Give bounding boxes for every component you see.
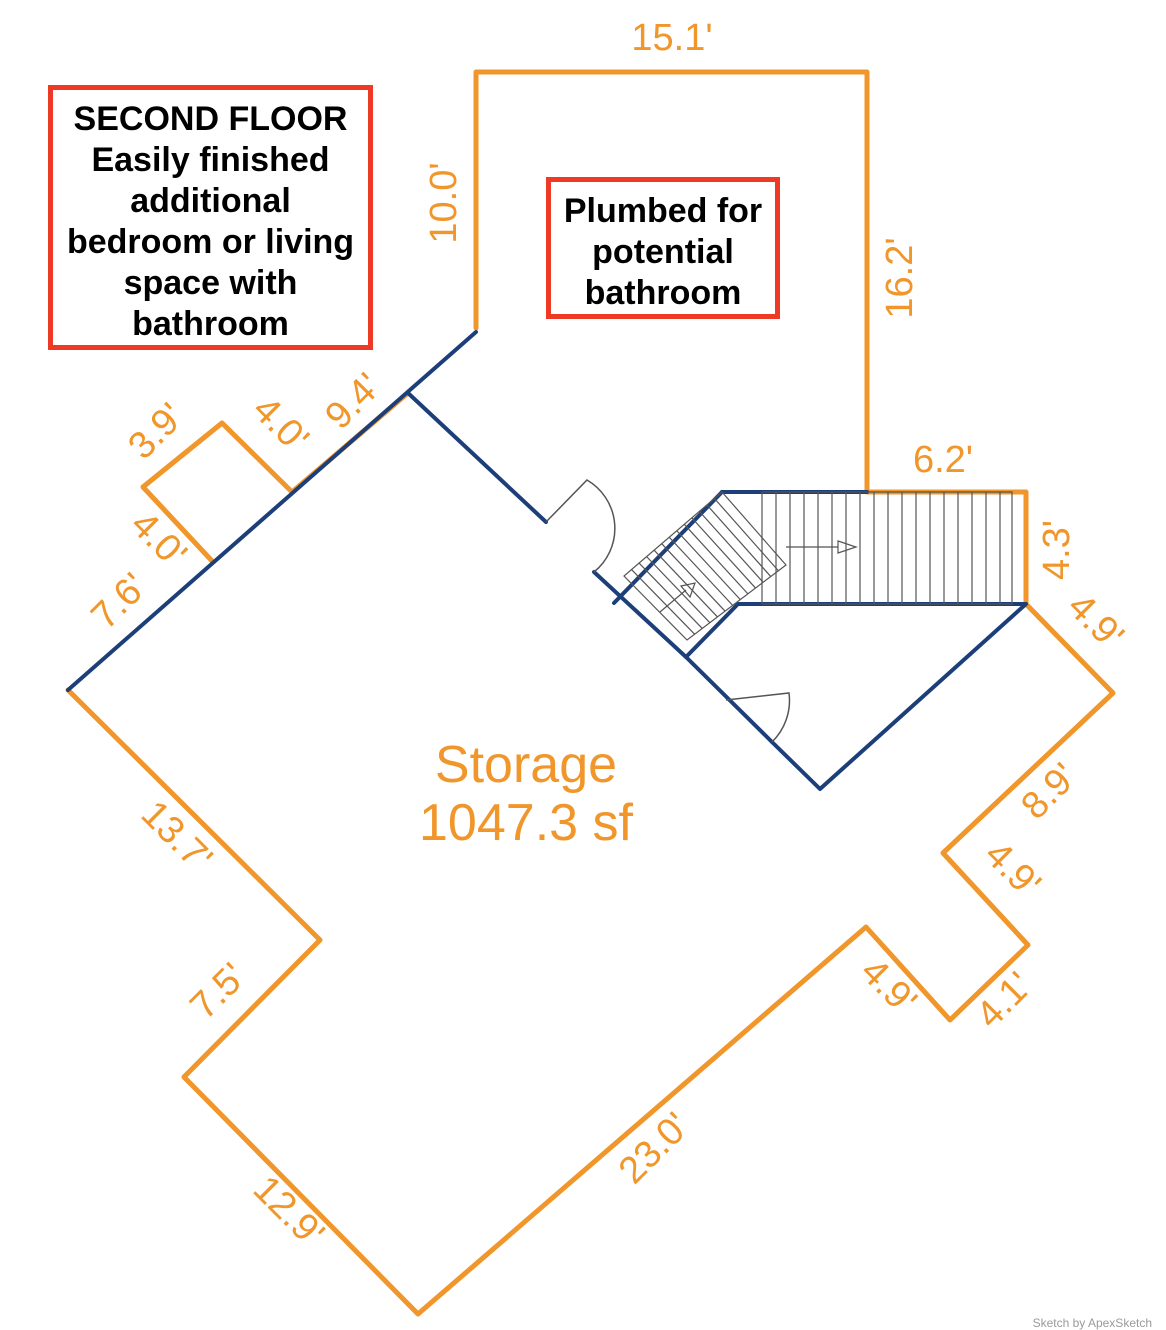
plumbed-note: Plumbed for potential bathroom xyxy=(546,177,780,319)
stair-tread xyxy=(691,517,756,589)
dim-stair-top: 6.2' xyxy=(913,439,973,481)
stair-tread xyxy=(653,549,718,618)
stairs xyxy=(623,491,1013,641)
note-line: Plumbed for xyxy=(563,192,763,230)
dim-upper-diag: 9.4' xyxy=(317,365,389,437)
dim-right-upper: 16.2' xyxy=(879,237,921,318)
note-line: bedroom or living xyxy=(66,223,355,261)
dim-right-diag-3: 4.9' xyxy=(976,833,1048,905)
stair-arrow-upper xyxy=(786,540,858,554)
dim-left-upper: 10.0' xyxy=(423,162,465,243)
note-line: additional xyxy=(130,182,291,220)
dim-bump-right: 4.1' xyxy=(968,964,1040,1036)
dim-top: 15.1' xyxy=(631,17,712,59)
stair-tread xyxy=(714,498,779,572)
stair-tread xyxy=(638,562,703,629)
note-line: space with xyxy=(123,264,298,302)
bay-wall xyxy=(140,420,295,565)
credit-text: Sketch by ApexSketch xyxy=(1032,1316,1152,1330)
stair-tread xyxy=(698,510,764,583)
stair-tread xyxy=(683,523,749,595)
stair-tread xyxy=(631,569,696,635)
interior-walls xyxy=(66,330,1028,791)
note-line: SECOND FLOOR xyxy=(73,100,348,138)
stair-tread xyxy=(646,556,711,624)
dim-bay-lower: 4.0' xyxy=(122,503,194,575)
hall-wall-upper xyxy=(406,391,548,524)
door-upper xyxy=(545,479,616,573)
dim-bottom-left: 12.9' xyxy=(245,1168,332,1255)
note-line: Easily finished xyxy=(91,141,330,179)
stair-treads-upper xyxy=(775,492,1001,604)
stair-run-upper xyxy=(761,491,1013,605)
doors xyxy=(545,479,791,743)
dim-bump-left: 4.9' xyxy=(852,950,924,1022)
dim-left-mid: 13.7' xyxy=(133,793,220,880)
note-line: potential xyxy=(592,233,734,271)
dim-stair-right: 4.3' xyxy=(1036,520,1078,580)
hall-wall-lower xyxy=(592,570,688,659)
room-name: Storage xyxy=(435,736,617,794)
note-line: bathroom xyxy=(132,305,289,343)
upper-room-wall xyxy=(65,69,1116,1317)
dim-bottom-right: 23.0' xyxy=(611,1105,698,1192)
stair-treads-lower xyxy=(631,498,779,635)
dim-left-upper-diag: 7.6' xyxy=(83,565,155,637)
stair-tread xyxy=(668,536,734,606)
second-floor-note: SECOND FLOOR Easily finished additional … xyxy=(48,85,373,350)
dim-right-diag-2: 8.9' xyxy=(1013,755,1085,827)
left-diag-wall xyxy=(66,330,478,692)
room-area: 1047.3 sf xyxy=(419,794,633,852)
dim-bay-upper: 4.0' xyxy=(244,388,316,460)
stair-run-lower xyxy=(623,491,787,641)
closet-walls xyxy=(684,602,1028,791)
door-lower xyxy=(725,692,791,743)
stair-arrow-lower xyxy=(659,582,696,613)
stair-tread xyxy=(706,504,772,577)
note-line: bathroom xyxy=(584,274,742,312)
stair-tread xyxy=(676,530,741,601)
stair-tread xyxy=(661,543,726,612)
